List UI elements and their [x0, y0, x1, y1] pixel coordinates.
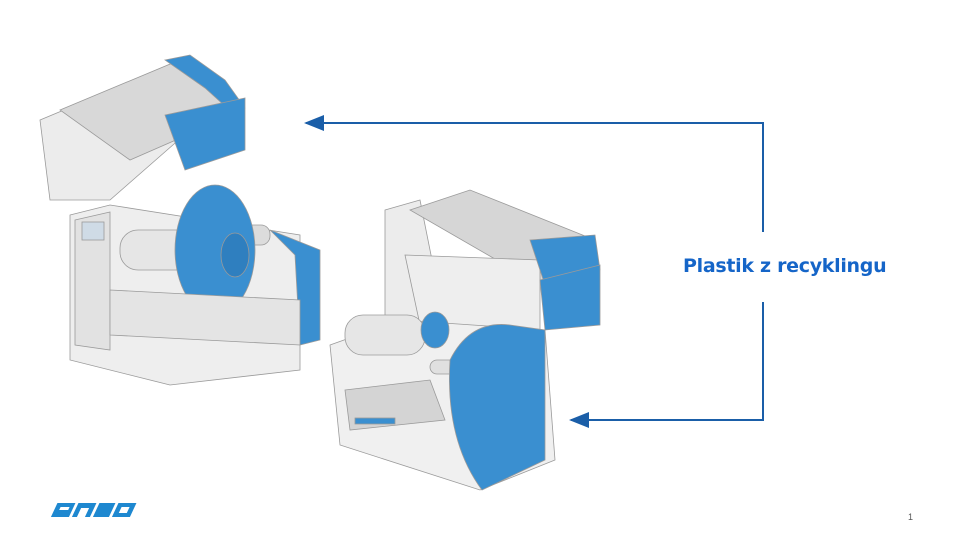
printer-left-image	[39, 54, 321, 386]
page-number: 1	[908, 512, 914, 522]
recycled-plastic-callout: Plastik z recyklingu	[683, 255, 887, 277]
printer-right-image	[329, 189, 601, 491]
arrow-to-right-printer	[569, 302, 764, 428]
sato-logo	[50, 503, 137, 517]
arrow-to-left-printer	[304, 115, 764, 232]
